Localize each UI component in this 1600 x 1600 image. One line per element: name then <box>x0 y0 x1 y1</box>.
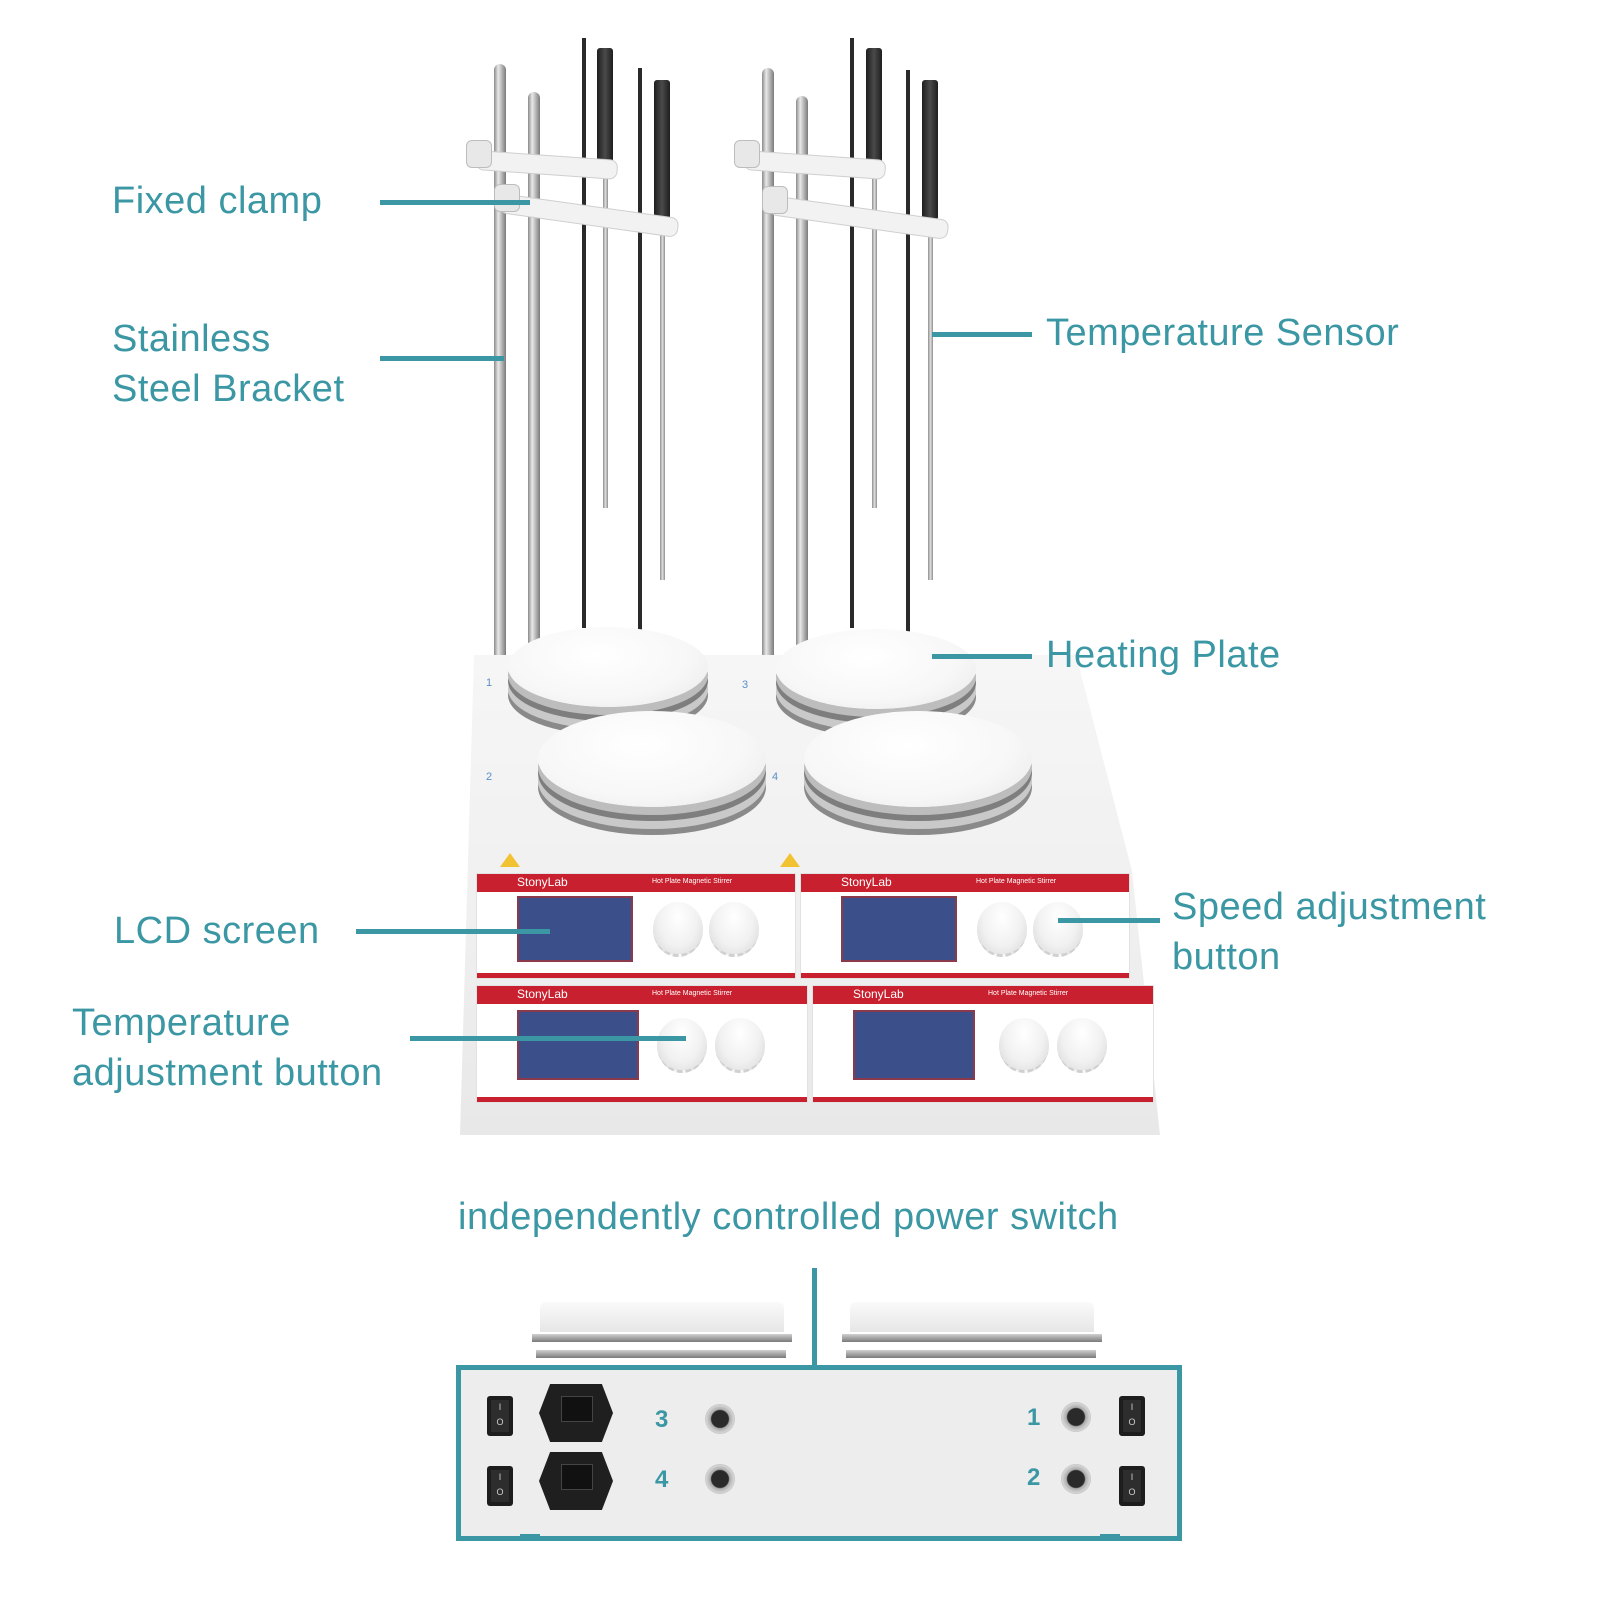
callout-power-switch: independently controlled power switch <box>458 1196 1119 1238</box>
speed-knob[interactable] <box>1057 1018 1107 1073</box>
clamp-knob <box>734 140 760 168</box>
heating-plate-4 <box>804 711 1032 807</box>
sensor-socket-4[interactable] <box>705 1464 735 1494</box>
hot-surface-warning-icon <box>500 853 520 867</box>
port-number: 4 <box>655 1466 669 1493</box>
panel-title: Hot Plate Magnetic Stirrer <box>652 990 733 997</box>
temperature-knob[interactable] <box>653 902 703 957</box>
plate-ring <box>842 1334 1102 1342</box>
sensor-cable <box>582 38 586 628</box>
plate-ring <box>536 1350 786 1358</box>
foot <box>520 1534 540 1540</box>
foot <box>1100 1534 1120 1540</box>
stainless-rod <box>494 64 506 664</box>
sensor-handle <box>597 48 613 168</box>
leader-line <box>410 1036 686 1041</box>
control-panel-top-right: StonyLab Hot Plate Magnetic Stirrer <box>800 873 1130 979</box>
rear-heating-plate <box>850 1302 1094 1332</box>
temperature-knob[interactable] <box>999 1018 1049 1073</box>
callout-fixed-clamp: Fixed clamp <box>112 180 323 222</box>
sensor-cable <box>906 70 910 650</box>
stainless-rod <box>796 96 808 746</box>
brand-logo: StonyLab <box>853 987 904 1001</box>
plate-ring <box>846 1350 1096 1358</box>
panel-title: Hot Plate Magnetic Stirrer <box>976 878 1057 885</box>
brand-logo: StonyLab <box>517 875 568 889</box>
leader-line <box>380 200 530 205</box>
temperature-probe <box>872 168 877 508</box>
position-number: 2 <box>486 771 493 783</box>
temperature-probe <box>660 220 665 580</box>
plate-ring <box>532 1334 792 1342</box>
control-panel-bottom-right: StonyLab Hot Plate Magnetic Stirrer <box>812 985 1154 1103</box>
callout-lcd-screen: LCD screen <box>114 910 320 952</box>
callout-heating-plate: Heating Plate <box>1046 634 1281 676</box>
lcd-screen <box>853 1010 975 1080</box>
sensor-handle <box>922 80 938 220</box>
lcd-screen <box>517 1010 639 1080</box>
leader-line <box>812 1268 817 1368</box>
control-panel-bottom-left: StonyLab Hot Plate Magnetic Stirrer <box>476 985 808 1103</box>
sensor-socket-1[interactable] <box>1061 1402 1091 1432</box>
sensor-socket-2[interactable] <box>1061 1464 1091 1494</box>
position-number: 4 <box>772 771 779 783</box>
leader-line <box>380 356 504 361</box>
callout-stainless-bracket-line2: Steel Bracket <box>112 368 345 410</box>
position-number: 3 <box>742 679 749 691</box>
heating-plate-2 <box>538 711 766 807</box>
clamp-knob <box>762 186 788 214</box>
stainless-rod <box>528 92 540 742</box>
leader-line <box>356 929 550 934</box>
sensor-cable <box>850 38 854 628</box>
sensor-cable <box>638 68 642 648</box>
hot-surface-warning-icon <box>780 853 800 867</box>
callout-temperature-adjustment-line1: Temperature <box>72 1002 291 1044</box>
speed-knob[interactable] <box>715 1018 765 1073</box>
callout-stainless-bracket-line1: Stainless <box>112 318 271 360</box>
leader-line <box>932 332 1032 337</box>
stainless-rod <box>762 68 774 668</box>
port-number: 3 <box>655 1406 669 1433</box>
callout-speed-adjustment-line1: Speed adjustment <box>1172 886 1487 928</box>
sensor-handle <box>654 80 670 220</box>
port-number: 2 <box>1027 1464 1041 1491</box>
clamp-knob <box>466 140 492 168</box>
speed-knob[interactable] <box>1033 902 1083 957</box>
stirrer-base-unit: 1 2 3 4 StonyLab Hot Plate Magnetic Stir… <box>460 627 1160 1135</box>
callout-temperature-adjustment-line2: adjustment button <box>72 1052 383 1094</box>
sensor-handle <box>866 48 882 168</box>
power-inlet[interactable] <box>539 1452 613 1510</box>
callout-speed-adjustment-line2: button <box>1172 936 1281 978</box>
leader-line <box>1058 918 1160 923</box>
leader-line <box>932 654 1032 659</box>
heating-plate-3 <box>776 629 976 709</box>
callout-temperature-sensor: Temperature Sensor <box>1046 312 1400 354</box>
power-inlet[interactable] <box>539 1384 613 1442</box>
clamp-knob <box>494 184 520 212</box>
lcd-screen <box>841 896 957 962</box>
control-panel-top-left: StonyLab Hot Plate Magnetic Stirrer <box>476 873 796 979</box>
temperature-knob[interactable] <box>977 902 1027 957</box>
position-number: 1 <box>486 677 493 689</box>
brand-logo: StonyLab <box>517 987 568 1001</box>
temperature-knob[interactable] <box>657 1018 707 1073</box>
temperature-probe <box>928 220 933 580</box>
panel-title: Hot Plate Magnetic Stirrer <box>652 878 733 885</box>
speed-knob[interactable] <box>709 902 759 957</box>
heating-plate-1 <box>508 627 708 707</box>
port-number: 1 <box>1027 1404 1041 1431</box>
sensor-socket-3[interactable] <box>705 1404 735 1434</box>
rear-heating-plate <box>540 1302 784 1332</box>
brand-logo: StonyLab <box>841 875 892 889</box>
temperature-probe <box>603 168 608 508</box>
panel-title: Hot Plate Magnetic Stirrer <box>988 990 1069 997</box>
